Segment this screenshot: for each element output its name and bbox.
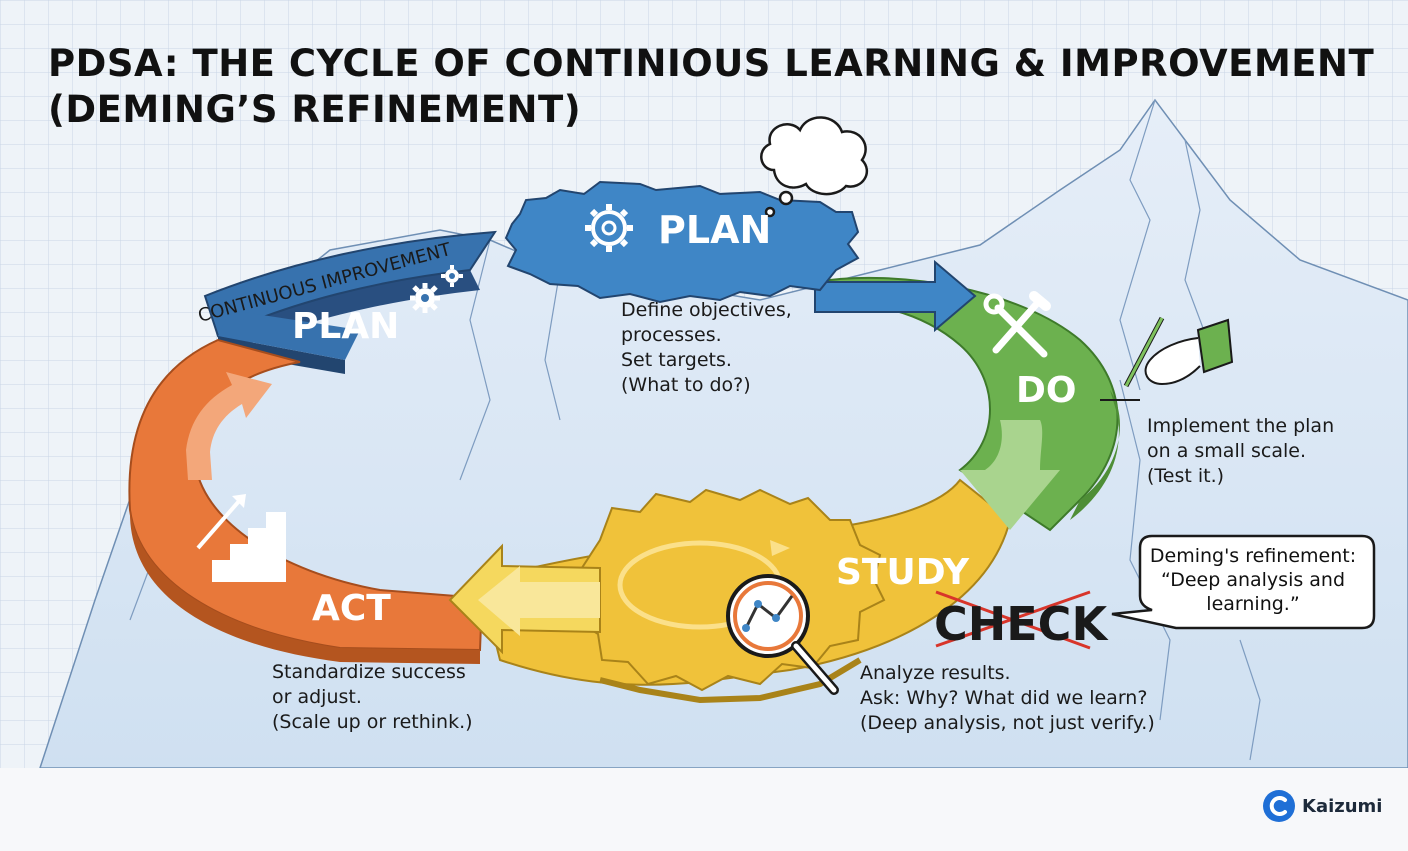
do-label: DO: [1016, 370, 1077, 411]
study-label: STUDY: [836, 552, 970, 593]
wrench-screwdriver-icon: [983, 291, 1051, 358]
callout-text: Deming's refinement: “Deep analysis and …: [1149, 545, 1357, 615]
diagram-title-line-1: PDSA: THE CYCLE OF CONTINIOUS LEARNING &…: [48, 42, 1375, 85]
plan-top-label: PLAN: [658, 208, 771, 252]
kaizumi-logo-icon: [1263, 790, 1295, 822]
brand-logo[interactable]: Kaizumi: [1262, 789, 1382, 823]
check-label: CHECK: [934, 597, 1109, 651]
callout-bubble: [1111, 534, 1376, 630]
plan-description: Define objectives, processes. Set target…: [621, 299, 792, 396]
magnifier-chart-icon: [726, 574, 839, 695]
plan-left-label: PLAN: [292, 306, 399, 347]
brand-name: Kaizumi: [1302, 795, 1383, 817]
do-description: Implement the plan on a small scale. (Te…: [1147, 415, 1335, 487]
study-gear: [574, 488, 886, 692]
gear-icon: [585, 204, 633, 252]
gears-icon: [410, 265, 463, 313]
act-description: Standardize success or adjust. (Scale up…: [272, 661, 473, 733]
study-description: Analyze results. Ask: Why? What did we l…: [860, 662, 1155, 734]
footer-bar: [0, 768, 1408, 851]
thought-cloud-icon: [760, 116, 869, 218]
check-strikethrough: [935, 590, 1091, 650]
diagram-title-line-2: (DEMING’S REFINEMENT): [48, 88, 582, 131]
study-to-act-arrow: [448, 543, 601, 655]
plan-to-do-arrow: [814, 259, 977, 333]
stairs-arrow-icon: [196, 494, 286, 582]
act-up-arrow: [186, 372, 272, 480]
do-down-arrow: [960, 420, 1060, 530]
act-label: ACT: [312, 588, 391, 629]
hand-pen-icon: [1100, 316, 1234, 401]
